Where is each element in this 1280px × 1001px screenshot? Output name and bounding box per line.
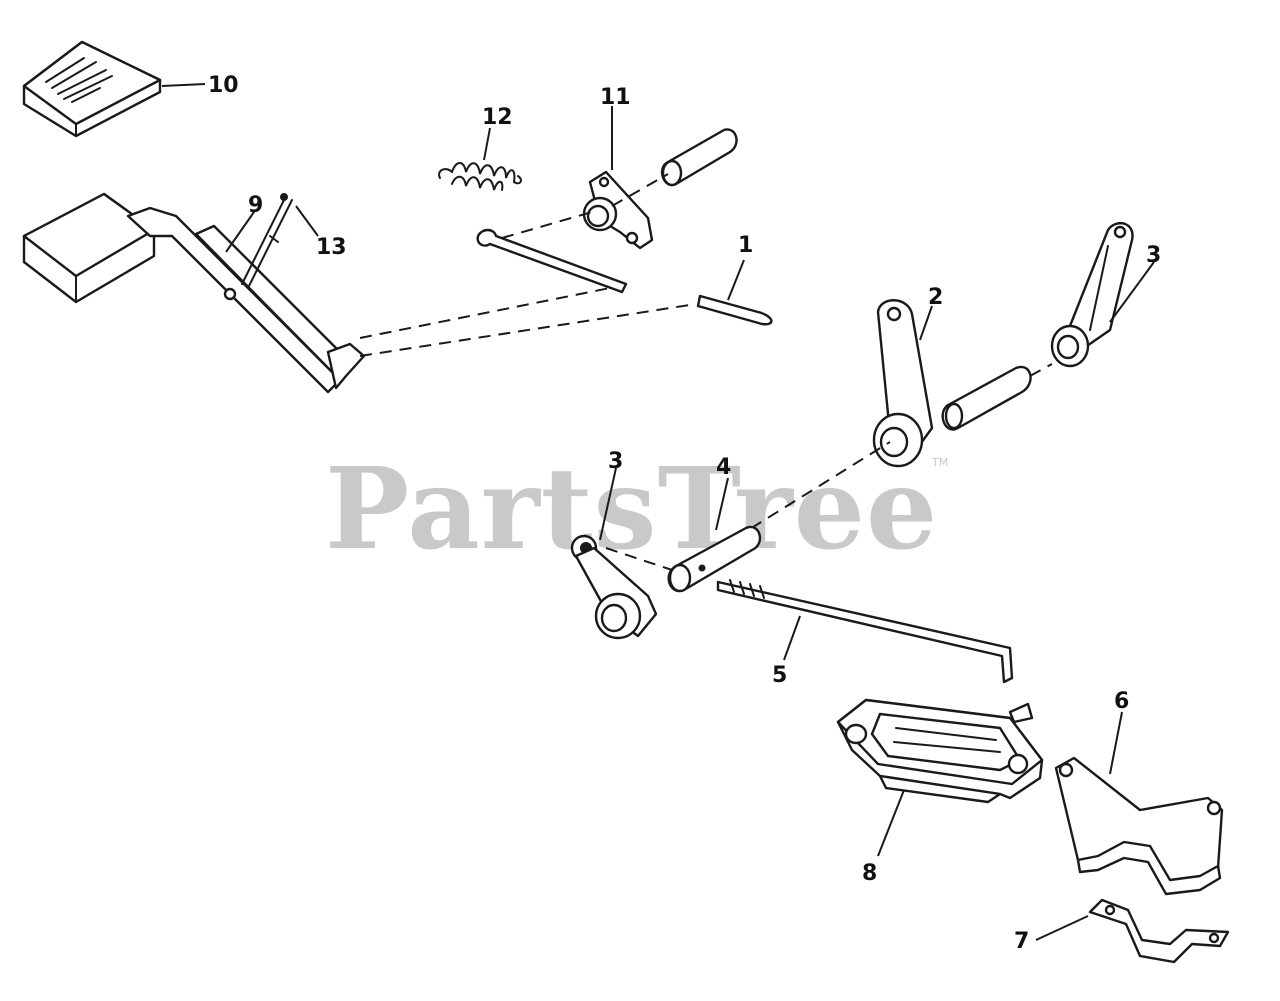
leader-3-left — [599, 467, 617, 541]
watermark-trademark: TM — [931, 456, 948, 469]
part-3-lever-left[interactable] — [570, 534, 658, 640]
leader-13 — [295, 205, 319, 237]
assembly-line-3 — [605, 547, 673, 571]
callout-7[interactable]: 7 — [1014, 929, 1029, 954]
callout-3-left[interactable]: 3 — [608, 449, 623, 474]
leader-2 — [919, 305, 933, 341]
callout-11[interactable]: 11 — [600, 85, 631, 110]
callout-12[interactable]: 12 — [482, 105, 513, 130]
part-12-spring[interactable] — [438, 162, 522, 191]
part-3-lever-right[interactable] — [1050, 221, 1134, 368]
part-10-decal[interactable] — [22, 40, 162, 138]
sleeve-upper[interactable] — [660, 128, 738, 187]
callout-8[interactable]: 8 — [862, 861, 877, 886]
leader-3-right — [1109, 261, 1155, 323]
callout-2[interactable]: 2 — [928, 285, 943, 310]
part-5-rod[interactable] — [716, 579, 1014, 684]
callout-4[interactable]: 4 — [716, 455, 731, 480]
callout-13[interactable]: 13 — [316, 235, 347, 260]
leader-9 — [225, 211, 255, 253]
sleeve-right[interactable] — [941, 365, 1032, 431]
leader-12 — [483, 127, 491, 161]
leader-6 — [1109, 711, 1123, 775]
leader-10 — [161, 83, 206, 87]
callout-9[interactable]: 9 — [248, 193, 263, 218]
leader-5 — [783, 615, 801, 661]
callout-3-right[interactable]: 3 — [1146, 243, 1161, 268]
part-11-bracket[interactable] — [582, 170, 654, 250]
leader-8 — [877, 789, 905, 857]
assembly-line-shaft-right — [1029, 363, 1053, 377]
part-13-rod[interactable] — [241, 193, 293, 289]
leader-1 — [727, 259, 745, 301]
part-1-rod[interactable] — [476, 228, 773, 326]
assembly-line-9b — [359, 303, 697, 357]
part-4-shaft[interactable] — [667, 525, 762, 593]
part-8-caliper[interactable] — [836, 698, 1044, 804]
part-9-pedal[interactable] — [22, 192, 366, 394]
callout-6[interactable]: 6 — [1114, 689, 1129, 714]
callout-5[interactable]: 5 — [772, 663, 787, 688]
callout-1[interactable]: 1 — [738, 233, 753, 258]
assembly-line-shaft — [699, 441, 891, 561]
assembly-line-11b — [501, 211, 593, 239]
part-7-bracket[interactable] — [1088, 898, 1230, 964]
leader-4 — [715, 477, 729, 531]
part-2-lever[interactable] — [872, 299, 934, 468]
assembly-line-11 — [611, 173, 669, 207]
leader-7 — [1035, 915, 1089, 941]
watermark-text: PartsTree — [325, 444, 938, 575]
assembly-line-9a — [359, 285, 621, 339]
part-6-bracket[interactable] — [1054, 756, 1224, 896]
callout-10[interactable]: 10 — [208, 73, 239, 98]
